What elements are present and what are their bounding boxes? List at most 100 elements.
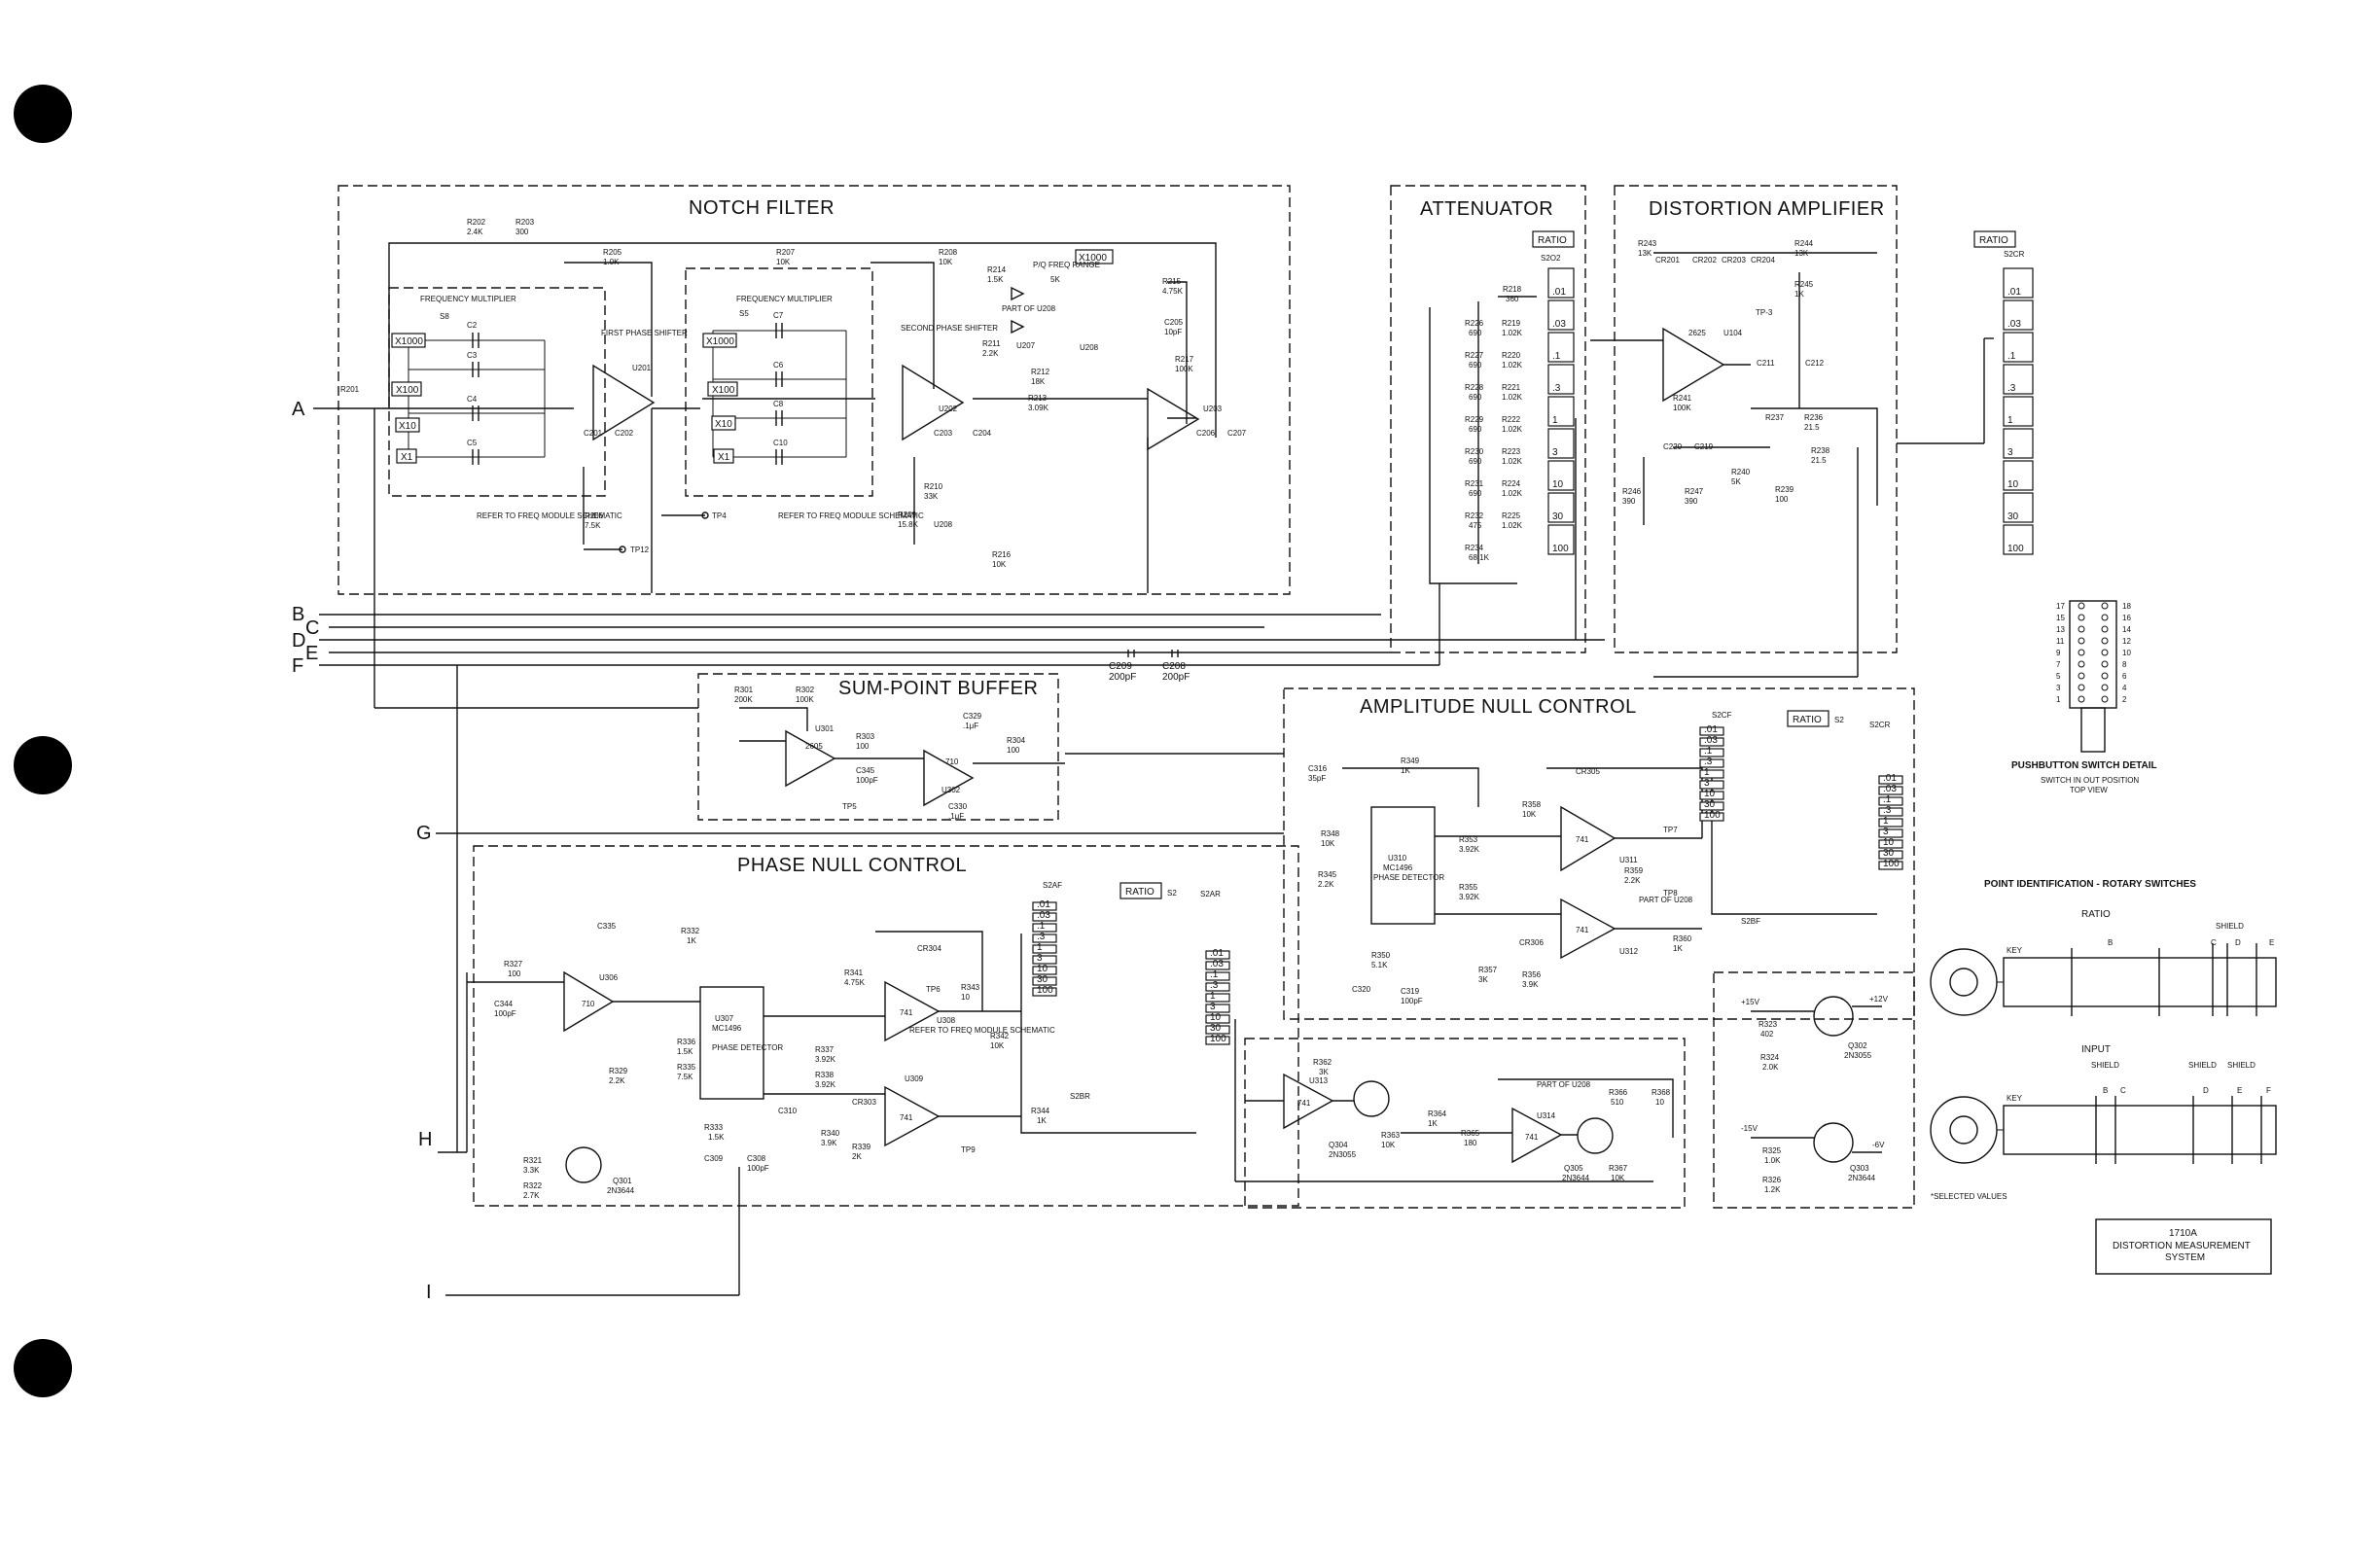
- c316-label: C316: [1308, 764, 1328, 773]
- att-pos-box-6: [1547, 460, 1575, 491]
- transistor-q302: [1813, 996, 1854, 1037]
- r303-value: 100: [856, 742, 870, 751]
- power-supply-circuit: +15V -15V +12V -6V Q302 2N3055 Q303 2N36…: [1741, 995, 1889, 1194]
- r336-value: 1.5K: [677, 1047, 693, 1056]
- pb-pin-right-5: 8: [2122, 660, 2127, 669]
- r342-value: 10K: [990, 1041, 1005, 1050]
- s202-label: S2O2: [1541, 254, 1561, 263]
- r340-value: 3.9K: [821, 1139, 837, 1147]
- r239-value: 100: [1775, 495, 1789, 504]
- amplitude-null-control-title: AMPLITUDE NULL CONTROL: [1360, 696, 1637, 718]
- distortion-amplifier-circuit: 2625 U104 TP-3 R243 13K R244 13K R245 1K…: [1590, 239, 1878, 525]
- ph-btn2-box-4: [1205, 993, 1230, 1003]
- power-supply-box: [1713, 971, 1915, 1209]
- r359-value: 2.2K: [1624, 876, 1641, 885]
- op-amp-u202: [902, 364, 965, 441]
- ratio-pos-0: .01: [2007, 287, 2021, 298]
- ph-btn2-4: 1: [1210, 991, 1216, 1002]
- u308-label: U308: [937, 1016, 956, 1025]
- c329-label: C329: [963, 712, 982, 721]
- att-left-0-label: R226: [1465, 319, 1484, 328]
- ratio-pos-box-0: [2003, 267, 2034, 299]
- u2625-label: 2625: [1688, 329, 1706, 337]
- io-label-e: E: [305, 643, 318, 664]
- refer-to-freq-1: REFER TO FREQ MODULE SCHEMATIC: [477, 511, 622, 520]
- sum-point-buffer-title: SUM-POINT BUFFER: [838, 678, 1038, 699]
- amp-u312-741: 741: [1576, 926, 1589, 934]
- ratio-pos-box-4: [2003, 396, 2034, 427]
- u202-label: U202: [939, 405, 958, 413]
- pq-freq-label: P/Q FREQ RANGE: [1033, 261, 1100, 269]
- ph-btn-1: .03: [1037, 910, 1050, 921]
- r304-label: R304: [1007, 736, 1026, 745]
- op-amp-u203: [1147, 387, 1200, 451]
- r211-value: 2.2K: [982, 349, 999, 358]
- input-letter-c: C: [2120, 1086, 2126, 1095]
- lamp-driver-circuit: 741 741 U313 U314 Q304 2N3055 Q305 2N364…: [1245, 1058, 1674, 1182]
- r344-value: 1K: [1037, 1116, 1047, 1125]
- pb-dot-right-3: [2101, 637, 2109, 645]
- c2-label: C2: [467, 321, 478, 330]
- c205-label: C205: [1164, 318, 1184, 327]
- u307-label: U307: [715, 1014, 734, 1023]
- ph-btn-2: .1: [1037, 921, 1046, 932]
- r247-label: R247: [1685, 487, 1704, 496]
- ratio-pos-7: 30: [2007, 511, 2019, 522]
- q303-label: Q303: [1850, 1164, 1869, 1173]
- part-of-u208-label: PART OF U208: [1002, 304, 1056, 313]
- c211-label: C211: [1757, 359, 1775, 368]
- range-btn-x1: X1: [401, 452, 413, 463]
- phase-null-circuit: 710 U306 U307 MC1496 PHASE DETECTOR 741 …: [467, 881, 1230, 1200]
- ratio-pos-box-7: [2003, 492, 2034, 523]
- r206-label: R206: [585, 511, 604, 520]
- c320-label: C320: [1352, 985, 1371, 994]
- distortion-amplifier-title: DISTORTION AMPLIFIER: [1649, 198, 1885, 220]
- cr304-label: CR304: [917, 944, 941, 953]
- q301-value: 2N3644: [607, 1186, 635, 1195]
- pb-dot-left-2: [2078, 625, 2085, 633]
- title-model: 1710A: [2169, 1228, 2197, 1239]
- title-block: 1710A DISTORTION MEASUREMENT SYSTEM: [2095, 1218, 2272, 1275]
- amp-part-of-u208: PART OF U208: [1639, 896, 1693, 904]
- u307-phase-detector-label: PHASE DETECTOR: [712, 1043, 783, 1052]
- lamp-u314-741: 741: [1525, 1133, 1539, 1142]
- r338-value: 3.92K: [815, 1080, 836, 1089]
- range2-btn-x1000: X1000: [706, 336, 734, 347]
- pushbutton-sub2: TOP VIEW: [2070, 786, 2108, 794]
- first-shifter-label: FIRST PHASE SHIFTER: [601, 329, 688, 337]
- att-left-3-label: R229: [1465, 415, 1484, 424]
- r362-value: 3K: [1319, 1068, 1329, 1076]
- pq-freq-value: 5K: [1050, 275, 1060, 284]
- r366-value: 510: [1611, 1098, 1624, 1107]
- ph-btn-box-3: [1032, 934, 1057, 943]
- r359-label: R359: [1624, 866, 1644, 875]
- r333-label: R333: [704, 1123, 724, 1132]
- amp-btn-5: 3: [1704, 778, 1710, 789]
- r236-label: R236: [1804, 413, 1824, 422]
- tp4-label: TP4: [712, 511, 727, 520]
- r360-label: R360: [1673, 934, 1692, 943]
- cr306-label: CR306: [1519, 938, 1544, 947]
- c3-label: C3: [467, 351, 478, 360]
- binder-hole-3: [14, 1339, 72, 1397]
- pb-dot-right-4: [2101, 649, 2109, 656]
- point-identification: POINT IDENTIFICATION - ROTARY SWITCHES R…: [1930, 879, 2277, 1201]
- r246-value: 390: [1622, 497, 1636, 506]
- c335-label: C335: [597, 922, 617, 931]
- transistor-q303: [1813, 1122, 1854, 1163]
- attenuator-ratio-button: RATIO: [1532, 230, 1575, 248]
- binder-hole-2: [14, 736, 72, 794]
- r357-label: R357: [1478, 966, 1498, 974]
- amplitude-null-control-box: [1283, 687, 1915, 1020]
- amp-btn2-box-0: [1878, 775, 1903, 785]
- att-right-5-label: R224: [1502, 479, 1521, 488]
- shield-label-3: SHIELD: [2188, 1061, 2217, 1070]
- att-right-4-label: R223: [1502, 447, 1521, 456]
- r357-value: 3K: [1478, 975, 1488, 984]
- bus-caps: C209 200pF C208 200pF: [1109, 650, 1190, 683]
- shield-label-4: SHIELD: [2227, 1061, 2256, 1070]
- att-left-3-value: 690: [1469, 425, 1482, 434]
- att-right-6-value: 1.02K: [1502, 521, 1523, 530]
- att-pos-0: .01: [1552, 287, 1566, 298]
- r243-value: 13K: [1638, 249, 1652, 258]
